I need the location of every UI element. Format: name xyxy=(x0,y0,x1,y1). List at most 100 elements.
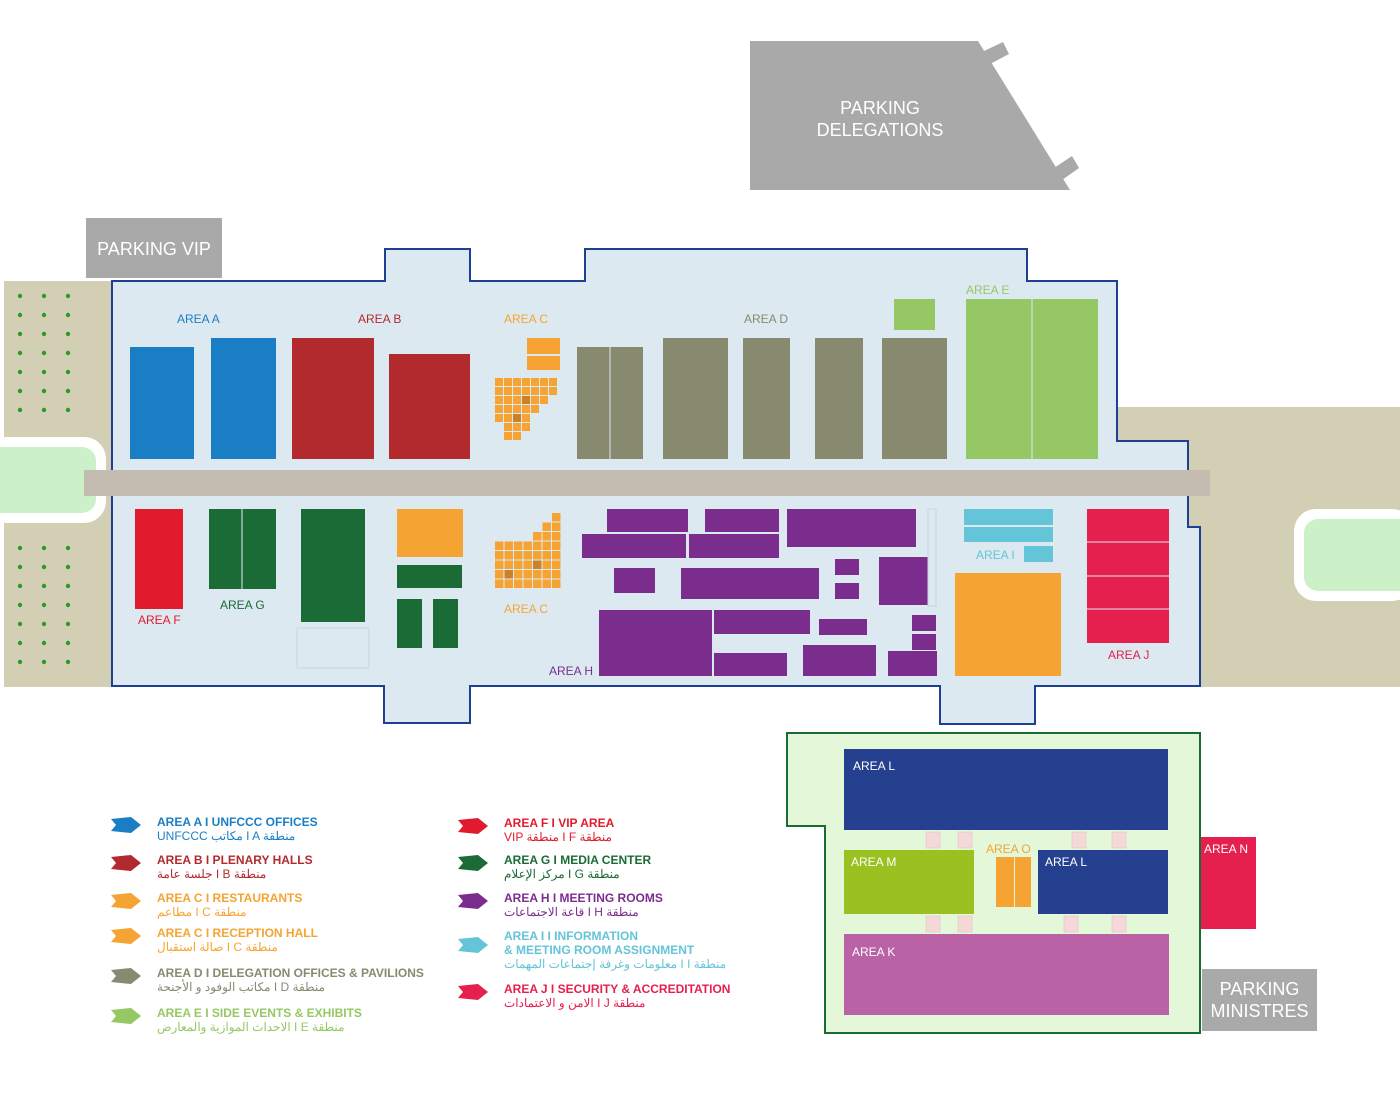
area-i-block-2[interactable] xyxy=(964,527,1053,542)
legend-item-area-a[interactable]: AREA A I UNFCCC OFFICES UNFCCC مكاتب I A… xyxy=(111,815,487,843)
legend-item-area-i[interactable]: AREA I I INFORMATION & MEETING ROOM ASSI… xyxy=(458,929,834,971)
legend-item-area-j[interactable]: AREA J I SECURITY & ACCREDITATION الامن … xyxy=(458,982,834,1010)
legend-item-area-g[interactable]: AREA G I MEDIA CENTER مركز الإعلام I G م… xyxy=(458,853,834,881)
tree-dot xyxy=(17,369,23,375)
legend-label-ar: VIP منطقة I F منطقة xyxy=(504,830,612,844)
parking-vip-label: PARKING VIP xyxy=(97,239,211,259)
restaurant-cell xyxy=(522,387,530,395)
area-reception-block[interactable] xyxy=(955,573,1061,676)
restaurant-cell xyxy=(513,405,521,413)
tree-dot xyxy=(65,388,71,394)
legend-item-area-c-restaurants[interactable]: AREA C I RESTAURANTS مطاعم I C منطقة xyxy=(111,891,487,919)
parking-delegations xyxy=(750,41,1070,190)
restaurant-cell xyxy=(552,522,561,531)
restaurant-cell xyxy=(504,414,512,422)
tree-dot xyxy=(65,583,71,589)
area-c-top-grid[interactable] xyxy=(495,378,557,440)
area-i-block-3[interactable] xyxy=(1024,546,1053,562)
legend-item-area-h[interactable]: AREA H I MEETING ROOMS قاعة الاجتماعات I… xyxy=(458,891,834,919)
map-label-area-k: AREA K xyxy=(852,945,896,959)
area-g-block-4[interactable] xyxy=(397,599,422,648)
parking-ministres-label-2: MINISTRES xyxy=(1210,1001,1309,1021)
area-g-block-5[interactable] xyxy=(433,599,458,648)
legend-item-area-d[interactable]: AREA D I DELEGATION OFFICES & PAVILIONS … xyxy=(111,966,487,994)
tree-dot xyxy=(41,602,47,608)
restaurant-cell xyxy=(495,551,504,560)
legend-label-ar: الامن و الاعتمادات I J منطقة xyxy=(504,996,646,1010)
area-a-block-2[interactable] xyxy=(211,338,276,459)
restaurant-cell xyxy=(504,423,512,431)
area-c-top-block-1[interactable] xyxy=(527,338,560,354)
area-o-block-2[interactable] xyxy=(1015,857,1031,907)
map-label-area-d: AREA D xyxy=(744,312,789,326)
annex-connectors xyxy=(925,831,1127,933)
restaurant-cell xyxy=(513,396,521,404)
legend-label-en-2: & MEETING ROOM ASSIGNMENT xyxy=(504,943,695,957)
restaurant-cell xyxy=(542,579,551,588)
tree-dot xyxy=(17,312,23,318)
area-m-block[interactable] xyxy=(844,850,974,914)
area-l-top-block[interactable] xyxy=(844,749,1168,830)
main-corridor xyxy=(84,470,1210,496)
legend-label-en: AREA E I SIDE EVENTS & EXHIBITS xyxy=(157,1006,362,1020)
restaurant-cell xyxy=(514,579,523,588)
parking-ministres-label-1: PARKING xyxy=(1219,979,1300,999)
area-d-block-5[interactable] xyxy=(882,338,947,459)
area-e-small-block[interactable] xyxy=(894,299,935,330)
area-c-top-block-2[interactable] xyxy=(527,356,560,370)
tree-dot xyxy=(65,640,71,646)
area-n-block[interactable] xyxy=(1201,837,1256,929)
tree-dot xyxy=(65,621,71,627)
area-c-bottom-grid[interactable] xyxy=(495,513,561,588)
area-f-block[interactable] xyxy=(135,509,183,609)
area-g-block-3[interactable] xyxy=(397,565,462,588)
area-d-block-3[interactable] xyxy=(743,338,790,459)
restaurant-cell xyxy=(513,378,521,386)
legend-label-ar: مركز الإعلام I G منطقة xyxy=(504,867,620,881)
area-a-block-1[interactable] xyxy=(130,347,194,459)
tree-dot xyxy=(41,564,47,570)
restaurant-cell xyxy=(540,396,548,404)
restaurant-cell xyxy=(542,560,551,569)
area-l-right-block[interactable] xyxy=(1038,850,1168,914)
restaurant-cell xyxy=(513,387,521,395)
area-c-orange-block[interactable] xyxy=(397,509,463,557)
legend-item-area-b[interactable]: AREA B I PLENARY HALLS جلسة عامة I B منط… xyxy=(111,853,487,881)
area-g-block-2[interactable] xyxy=(301,509,365,622)
legend-label-en: AREA J I SECURITY & ACCREDITATION xyxy=(504,982,731,996)
area-d-block-2[interactable] xyxy=(663,338,728,459)
restaurant-cell xyxy=(514,541,523,550)
tree-dot xyxy=(17,564,23,570)
restaurant-cell xyxy=(495,378,503,386)
map-label-area-b: AREA B xyxy=(358,312,402,326)
area-k-block[interactable] xyxy=(844,934,1169,1015)
area-h-divider xyxy=(927,508,937,607)
map-label-area-c-bottom: AREA C xyxy=(504,602,549,616)
restaurant-cell xyxy=(504,551,513,560)
tree-dots-bottom xyxy=(17,545,71,665)
restaurant-cell xyxy=(522,396,530,404)
area-h-rooms[interactable] xyxy=(582,509,937,676)
area-d-block-4[interactable] xyxy=(815,338,863,459)
area-i-block-1[interactable] xyxy=(964,509,1053,525)
tree-dot xyxy=(41,350,47,356)
map-label-area-o: AREA O xyxy=(986,842,1031,856)
area-o-block-1[interactable] xyxy=(996,857,1014,907)
restaurant-cell xyxy=(522,378,530,386)
parking-vip xyxy=(86,218,222,278)
tree-dot xyxy=(65,350,71,356)
area-b-block-2[interactable] xyxy=(389,354,470,459)
restaurant-cell xyxy=(540,387,548,395)
map-label-area-a: AREA A xyxy=(177,312,220,326)
area-b-block-1[interactable] xyxy=(292,338,374,459)
arrow-pin-icon xyxy=(458,893,488,909)
parking-delegations-label-1: PARKING xyxy=(840,98,920,118)
legend-item-area-e[interactable]: AREA E I SIDE EVENTS & EXHIBITS الاحداث … xyxy=(111,1006,487,1034)
legend-item-area-f[interactable]: AREA F I VIP AREA VIP منطقة I F منطقة xyxy=(458,816,834,844)
tree-dot xyxy=(65,312,71,318)
legend-label-en: AREA C I RECEPTION HALL xyxy=(157,926,318,940)
restaurant-cell xyxy=(552,541,561,550)
legend-label-ar: قاعة الاجتماعات I H منطقة xyxy=(504,905,639,919)
legend-item-area-c-reception[interactable]: AREA C I RECEPTION HALL صالة استقبال I C… xyxy=(111,926,487,954)
legend-label-en: AREA H I MEETING ROOMS xyxy=(504,891,663,905)
